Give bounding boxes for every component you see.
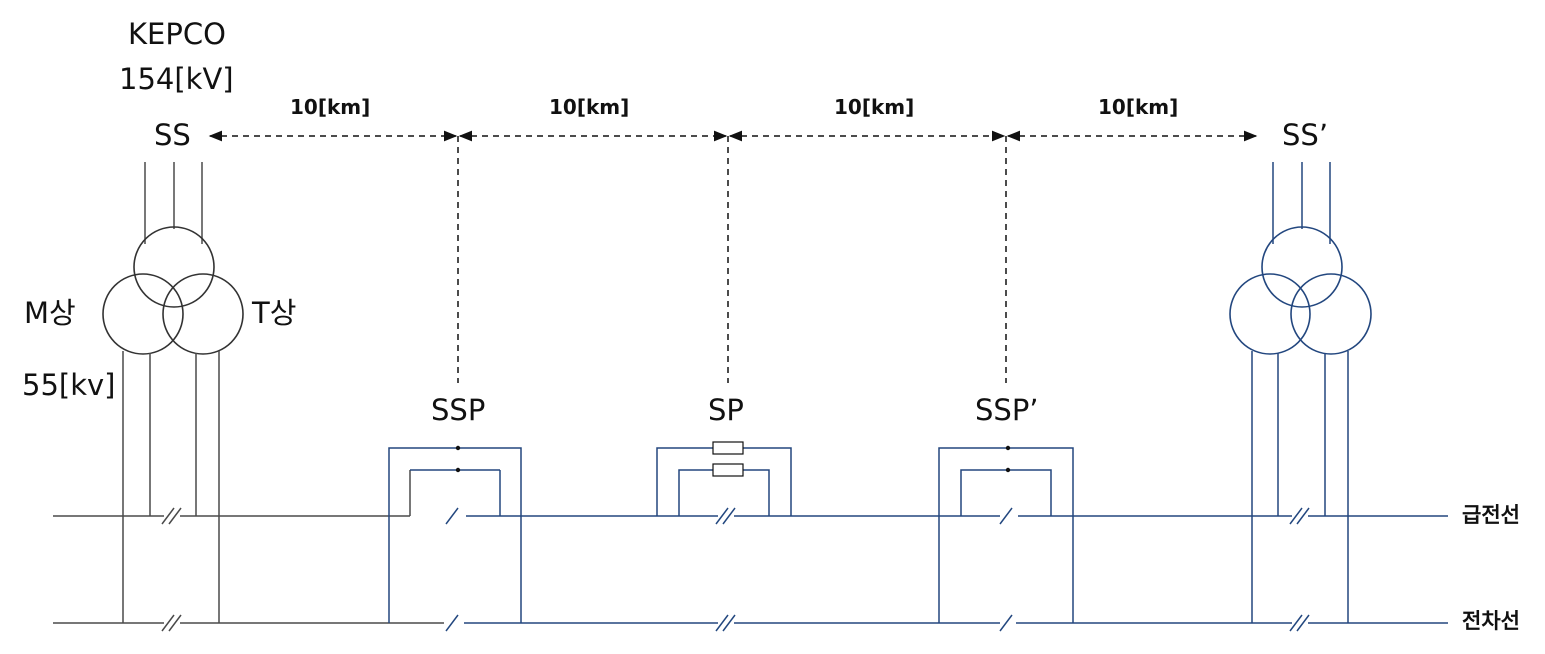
primary-winding-circle [133,226,215,308]
ss-label: SS [154,118,191,152]
trolley-line [53,614,1448,632]
source-voltage-label: 154[kV] [119,62,234,96]
distance-label-2: 10[km] [549,95,630,119]
m-phase-winding-circle [102,273,184,355]
sp-breaker-upper [712,441,744,455]
distance-label-4: 10[km] [1098,95,1179,119]
ssp-label: SSP [431,393,486,427]
phase-voltage-label: 55[kv] [22,368,116,402]
ss-prime-transformer [1229,162,1372,623]
station-markers [457,136,1007,383]
trolley-line-label: 전차선 [1462,609,1520,633]
sp-label: SP [708,393,744,427]
feeder-line [53,469,1448,525]
sp-station [656,441,792,516]
t-phase-winding-circle-right [1290,273,1372,355]
t-phase-label: T상 [252,296,297,330]
feeder-line-label: 급전선 [1462,503,1520,527]
t-phase-winding-circle [162,273,244,355]
sp-breaker-lower [712,463,744,477]
ss-prime-label: SS’ [1282,118,1329,152]
m-phase-label: M상 [24,296,76,330]
ssp-station [388,445,522,623]
primary-winding-circle-right [1261,226,1343,308]
distance-label-1: 10[km] [290,95,371,119]
ssp-prime-label: SSP’ [975,393,1039,427]
m-phase-winding-circle-right [1229,273,1311,355]
distance-label-3: 10[km] [834,95,915,119]
ss-transformer [102,162,244,623]
source-company-label: KEPCO [128,17,226,51]
ssp-prime-station [938,445,1074,623]
